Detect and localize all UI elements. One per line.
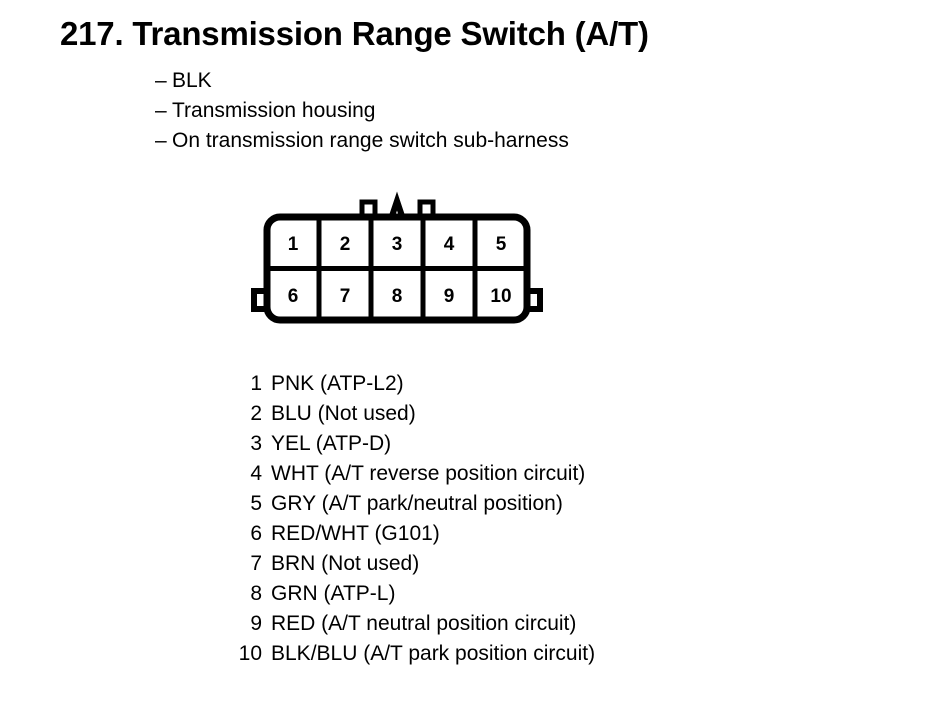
connector-svg: 1 2 3 4 5 6 7 8 9 10	[251, 191, 543, 324]
pin-legend-list: 1 PNK (ATP-L2) 2 BLU (Not used) 3 YEL (A…	[180, 369, 595, 669]
pin-legend-number: 1	[250, 372, 262, 395]
pin-legend-row: 4 WHT (A/T reverse position circuit)	[180, 459, 595, 489]
pin-legend-number: 2	[250, 402, 262, 425]
pin-legend-row: 7 BRN (Not used)	[180, 549, 595, 579]
connector-side-tab-left	[251, 288, 267, 312]
pin-legend-label: BRN (Not used)	[271, 552, 420, 575]
pin-legend-number: 8	[250, 582, 262, 605]
connector-pin-1: 1	[288, 234, 299, 255]
pin-legend-label: BLK/BLU (A/T park position circuit)	[271, 642, 596, 665]
pin-legend-number: 10	[238, 642, 262, 665]
dash-icon: –	[155, 129, 167, 152]
pin-legend-label: WHT (A/T reverse position circuit)	[271, 462, 586, 485]
pin-legend-row: 3 YEL (ATP-D)	[180, 429, 595, 459]
connector-diagram: 1 2 3 4 5 6 7 8 9 10	[250, 190, 580, 335]
pin-legend-number: 7	[250, 552, 262, 575]
note-item: – BLK	[155, 66, 569, 96]
connector-pin-8: 8	[392, 286, 403, 307]
pin-legend-number: 3	[250, 432, 262, 455]
pin-legend-number: 9	[250, 612, 262, 635]
note-item-label: On transmission range switch sub-harness	[172, 129, 569, 152]
pin-legend-label: PNK (ATP-L2)	[271, 372, 404, 395]
pin-legend-row: 8 GRN (ATP-L)	[180, 579, 595, 609]
note-item-label: BLK	[172, 69, 212, 92]
connector-pin-10: 10	[490, 286, 511, 307]
pin-legend-row: 2 BLU (Not used)	[180, 399, 595, 429]
pin-legend-row: 5 GRY (A/T park/neutral position)	[180, 489, 595, 519]
connector-pin-9: 9	[444, 286, 455, 307]
pin-legend-row: 10 BLK/BLU (A/T park position circuit)	[180, 639, 595, 669]
pin-legend-label: GRN (ATP-L)	[271, 582, 396, 605]
page-title: 217. Transmission Range Switch (A/T)	[60, 15, 649, 52]
connector-pin-2: 2	[340, 234, 351, 255]
pin-legend-label: BLU (Not used)	[271, 402, 416, 425]
note-item: – On transmission range switch sub-harne…	[155, 126, 569, 156]
pin-legend-label: RED/WHT (G101)	[271, 522, 440, 545]
connector-pin-5: 5	[496, 234, 507, 255]
pin-legend-row: 9 RED (A/T neutral position circuit)	[180, 609, 595, 639]
pin-legend-label: RED (A/T neutral position circuit)	[271, 612, 577, 635]
notes-list: – BLK – Transmission housing – On transm…	[155, 66, 569, 156]
connector-pin-7: 7	[340, 286, 351, 307]
connector-pin-3: 3	[392, 234, 403, 255]
pin-legend-row: 1 PNK (ATP-L2)	[180, 369, 595, 399]
note-item: – Transmission housing	[155, 96, 569, 126]
connector-pin-4: 4	[444, 234, 455, 255]
pin-legend-label: GRY (A/T park/neutral position)	[271, 492, 563, 515]
connector-pin-6: 6	[288, 286, 299, 307]
pin-legend-number: 6	[250, 522, 262, 545]
note-item-label: Transmission housing	[172, 99, 376, 122]
pin-legend-number: 4	[250, 462, 262, 485]
pin-legend-label: YEL (ATP-D)	[271, 432, 392, 455]
dash-icon: –	[155, 69, 167, 92]
pin-legend-row: 6 RED/WHT (G101)	[180, 519, 595, 549]
pin-legend-number: 5	[250, 492, 262, 515]
connector-side-tab-right	[527, 288, 543, 312]
dash-icon: –	[155, 99, 167, 122]
